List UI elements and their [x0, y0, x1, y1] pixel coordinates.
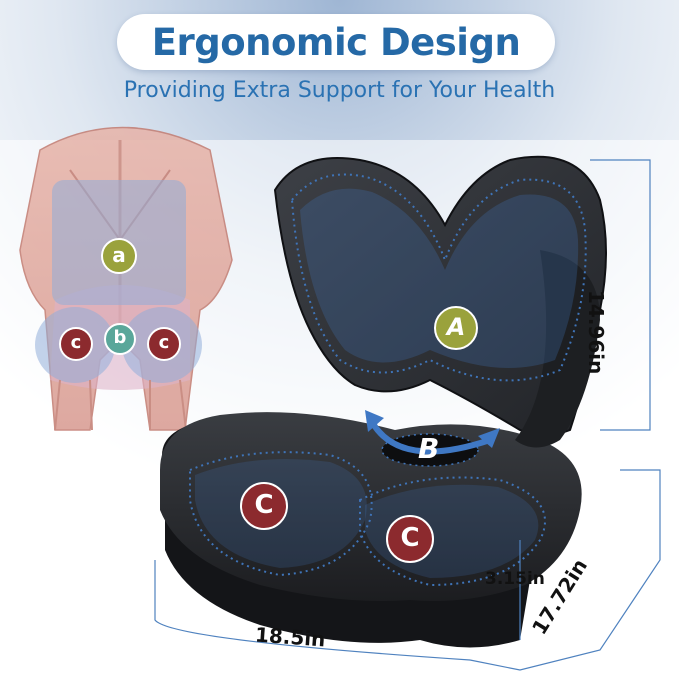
dimension-height: 14.96in — [584, 290, 608, 375]
title-banner: Ergonomic Design — [117, 14, 555, 70]
dimension-thickness: 3.15in — [485, 569, 545, 589]
cushion-zone-b: B — [418, 432, 439, 465]
anatomy-marker-c-right: c — [147, 327, 181, 361]
anatomy-marker-a-label: a — [112, 243, 126, 267]
cushion-zone-c-right: C — [386, 515, 434, 563]
cushion-zone-a-label: A — [446, 313, 466, 341]
anatomy-marker-c-right-label: c — [158, 332, 170, 353]
anatomy-marker-a: a — [101, 238, 137, 274]
anatomy-marker-b: b — [104, 323, 136, 355]
dimension-width: 18.5in — [254, 622, 327, 652]
page-title: Ergonomic Design — [151, 20, 521, 64]
anatomy-marker-c-left-label: c — [70, 332, 82, 353]
cushion-zone-b-label: B — [418, 432, 440, 465]
cushion-zone-a: A — [434, 306, 478, 350]
cushion-zone-c-right-label: C — [400, 523, 420, 553]
anatomy-marker-c-left: c — [59, 327, 93, 361]
anatomy-marker-b-label: b — [113, 327, 127, 348]
cushion-zone-c-left-label: C — [254, 490, 274, 520]
page-subtitle: Providing Extra Support for Your Health — [123, 78, 556, 103]
cushion-zone-c-left: C — [240, 482, 288, 530]
